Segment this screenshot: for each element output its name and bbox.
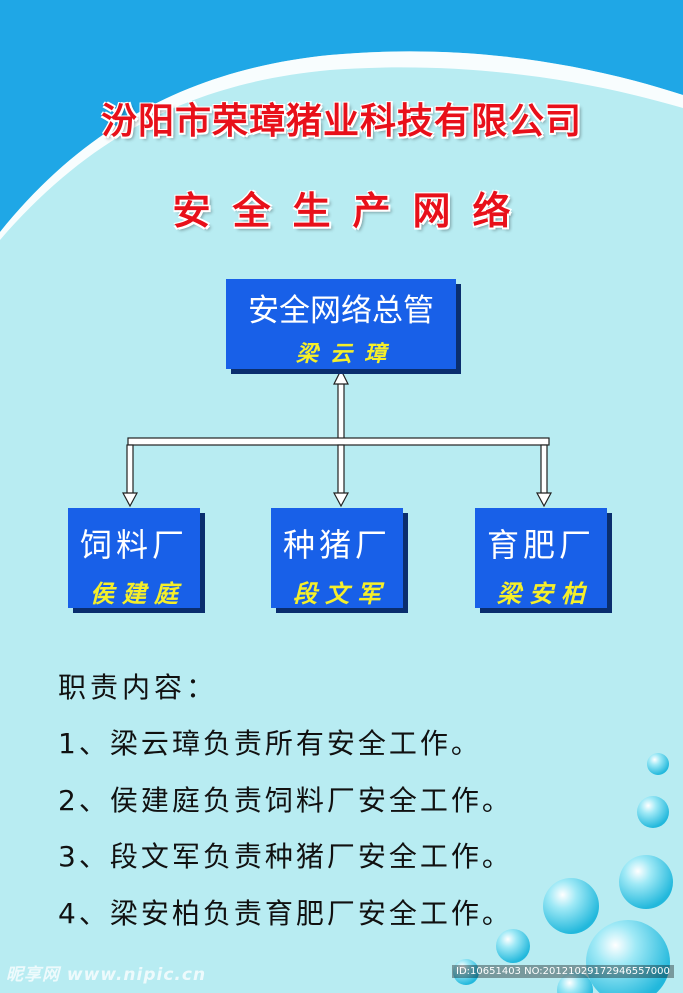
duty-item: 1、梁云璋负责所有安全工作。 <box>58 727 482 760</box>
unit-role: 育肥厂 <box>486 526 595 564</box>
org-box-top: 安全网络总管 梁云璋 <box>226 279 456 369</box>
unit-person: 梁安柏 <box>497 579 593 608</box>
top-role: 安全网络总管 <box>248 293 434 329</box>
company-title: 汾阳市荣璋猪业科技有限公司 <box>100 101 582 142</box>
org-box-fattening-plant: 育肥厂 梁安柏 <box>475 508 607 608</box>
top-person: 梁云璋 <box>295 341 398 367</box>
org-box-breeding-plant: 种猪厂 段文军 <box>271 508 403 608</box>
unit-person: 侯建庭 <box>90 579 186 608</box>
image-id-label: ID:10651403 NO:20121029172946557000 <box>452 965 674 978</box>
unit-role: 种猪厂 <box>282 526 391 564</box>
org-box-feed-plant: 饲料厂 侯建庭 <box>68 508 200 608</box>
duty-item: 4、梁安柏负责育肥厂安全工作。 <box>58 897 513 930</box>
page-subtitle: 安全生产网络 <box>172 189 533 233</box>
unit-role: 饲料厂 <box>79 526 188 564</box>
watermark: 昵享网 www.nipic.cn <box>6 965 207 985</box>
header-swoosh <box>0 0 683 240</box>
duties-heading: 职责内容： <box>58 671 219 704</box>
duty-item: 3、段文军负责种猪厂安全工作。 <box>58 840 513 873</box>
duty-item: 2、侯建庭负责饲料厂安全工作。 <box>58 784 513 817</box>
unit-person: 段文军 <box>293 579 389 608</box>
